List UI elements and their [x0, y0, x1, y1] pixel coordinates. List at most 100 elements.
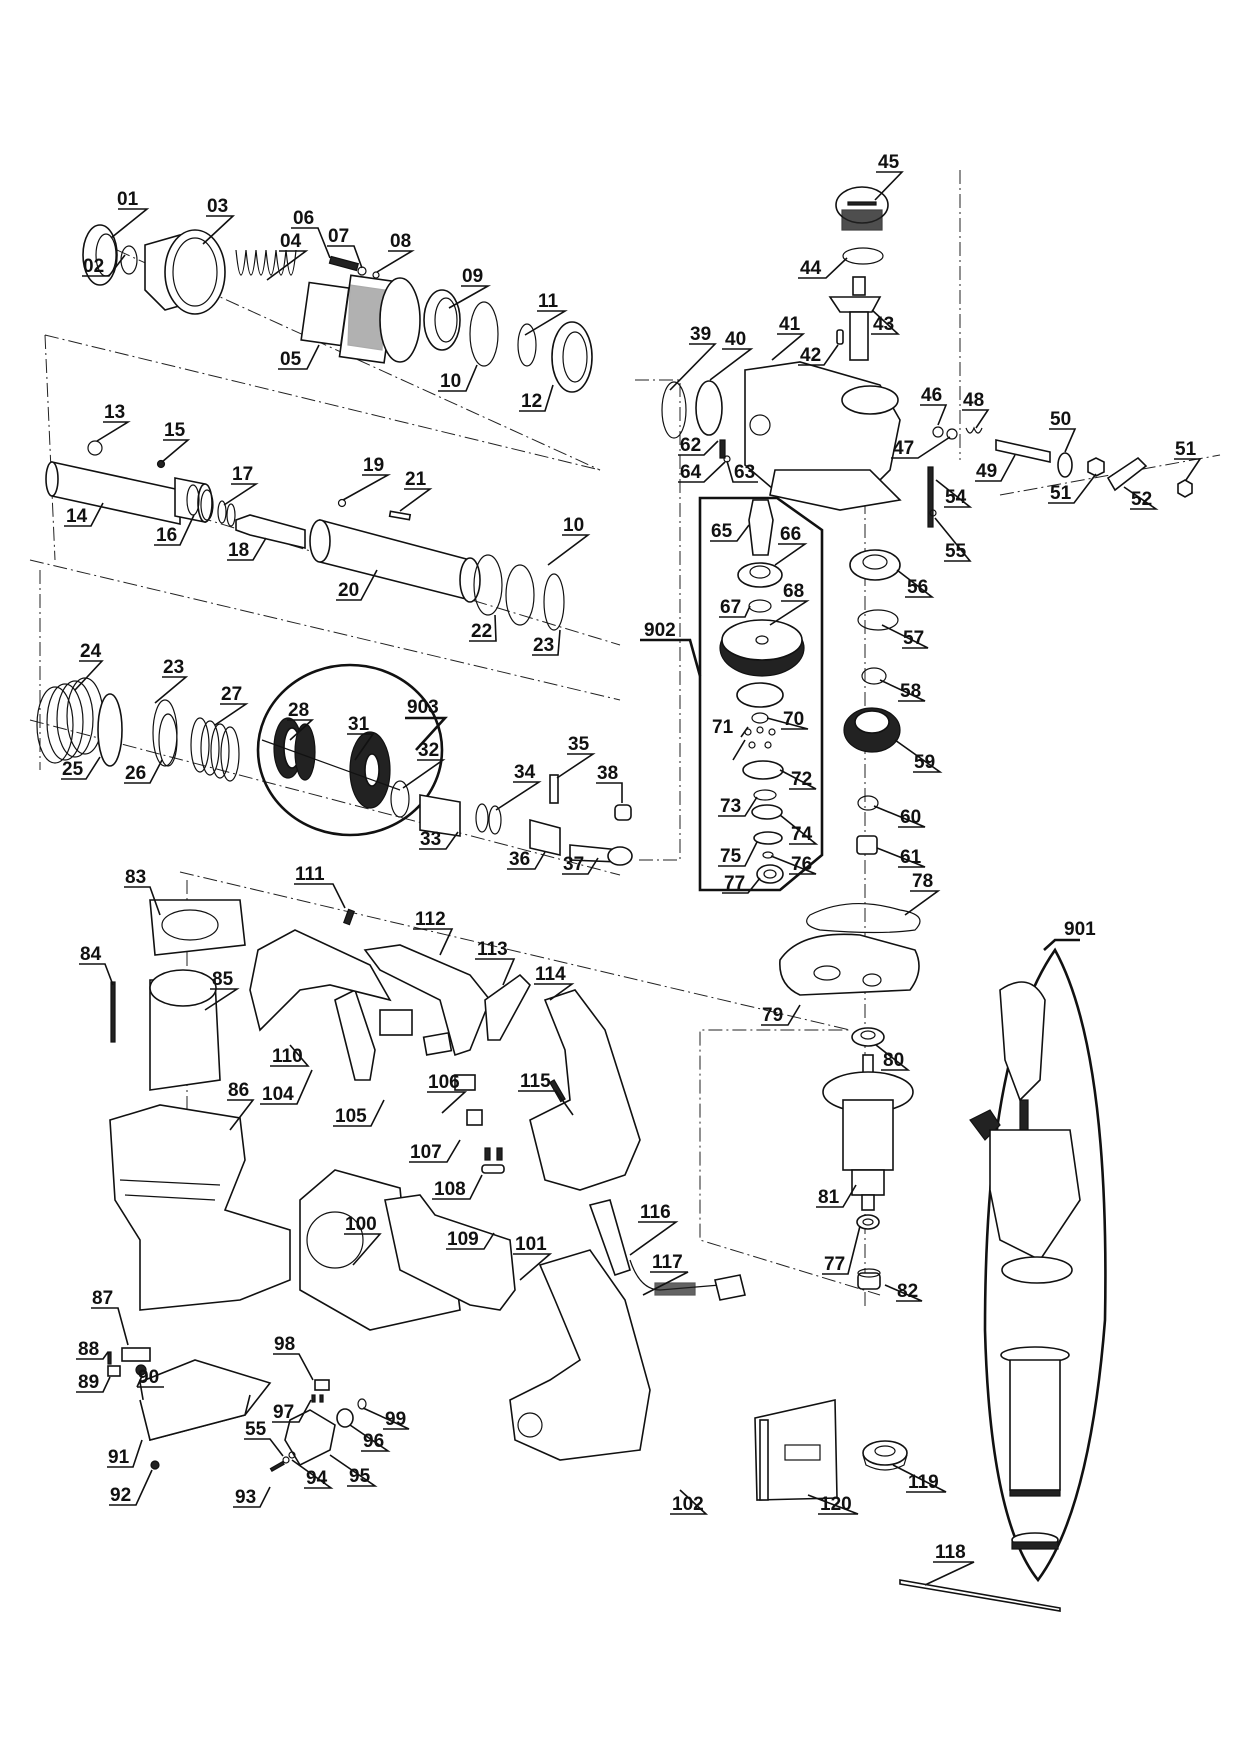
part-105-switch [379, 1009, 413, 1036]
axis-impact [29, 719, 621, 876]
part-117-power-cord [629, 1259, 746, 1301]
svg-text:46: 46 [921, 385, 942, 406]
label-44: 44 [798, 257, 848, 279]
part-99-o-ring [357, 1398, 367, 1410]
label-70: 70 [766, 709, 809, 730]
part-56-bearing [849, 549, 901, 581]
part-106-insert [422, 1031, 453, 1056]
part-78-gasket [806, 903, 921, 934]
part-91-bottom-cover [139, 1359, 272, 1441]
svg-text:93: 93 [235, 1487, 256, 1508]
svg-text:44: 44 [800, 258, 822, 279]
part-46-washer [932, 426, 944, 438]
svg-text:20: 20 [338, 580, 359, 601]
label-95: 95 [329, 1454, 378, 1487]
label-03: 03 [202, 196, 236, 245]
part-118-depth-stop-rod [899, 1579, 1061, 1612]
part-10-washer-b [505, 564, 535, 626]
label-12: 12 [519, 384, 554, 412]
label-14: 14 [64, 502, 104, 527]
svg-text:85: 85 [212, 969, 234, 990]
part-31-gear [349, 731, 391, 809]
part-36-piston [529, 818, 561, 857]
label-64: 64 [678, 461, 726, 483]
label-18: 18 [227, 537, 267, 561]
svg-text:51: 51 [1050, 483, 1072, 504]
svg-text:38: 38 [597, 763, 618, 784]
label-90: 90 [136, 1367, 164, 1388]
svg-text:45: 45 [878, 152, 900, 173]
label-52: 52 [1123, 486, 1159, 510]
label-78: 78 [904, 871, 941, 916]
svg-text:18: 18 [228, 540, 249, 561]
label-116: 116 [629, 1202, 679, 1256]
part-87-brush-holder [121, 1347, 151, 1362]
handle-screw [1019, 1099, 1029, 1131]
svg-text:67: 67 [720, 597, 741, 618]
svg-text:34: 34 [514, 762, 536, 783]
svg-text:74: 74 [791, 824, 813, 845]
svg-text:32: 32 [418, 740, 439, 761]
part-98-slider [314, 1379, 330, 1391]
svg-text:83: 83 [125, 867, 146, 888]
svg-text:48: 48 [963, 390, 984, 411]
part-25-clutch-disc [97, 693, 123, 767]
part-49-bolt [995, 439, 1051, 463]
svg-text:09: 09 [462, 266, 483, 287]
part-67-washer [748, 599, 772, 613]
handle-base [1001, 1256, 1073, 1284]
assembly-901-leader [1043, 938, 1080, 951]
part-68-gear [719, 619, 805, 677]
svg-text:100: 100 [345, 1214, 377, 1235]
svg-text:97: 97 [273, 1402, 294, 1423]
svg-text:51: 51 [1175, 439, 1197, 460]
label-37: 37 [562, 854, 599, 875]
part-18-striker [235, 514, 306, 550]
label-05: 05 [278, 344, 320, 370]
label-65: 65 [710, 521, 750, 542]
label-46: 46 [920, 385, 948, 426]
label-04: 04 [266, 231, 309, 281]
part-89-brush [107, 1365, 121, 1377]
svg-text:14: 14 [66, 506, 88, 527]
impact-assembly [36, 663, 633, 866]
svg-text:22: 22 [471, 621, 492, 642]
label-83: 83 [124, 867, 161, 916]
part-08-ball [372, 271, 380, 279]
svg-text:77: 77 [724, 873, 745, 894]
label-33: 33 [419, 829, 459, 850]
part-111-screw [343, 908, 355, 926]
svg-text:15: 15 [164, 420, 186, 441]
part-74-washer [751, 804, 783, 820]
svg-text:03: 03 [207, 196, 228, 217]
part-72-race [742, 760, 784, 780]
label-19: 19 [342, 455, 392, 501]
svg-text:117: 117 [652, 1252, 683, 1273]
part-28-clutch [273, 717, 316, 781]
svg-text:33: 33 [420, 829, 441, 850]
part-23-circlip [543, 573, 565, 631]
part-57-circlip [857, 609, 899, 631]
label-106: 106 [427, 1072, 468, 1114]
label-75: 75 [718, 841, 758, 867]
part-76-ring [762, 851, 774, 859]
part-88-spring [107, 1351, 112, 1365]
svg-text:19: 19 [363, 455, 384, 476]
assembly-902-leader [640, 638, 702, 677]
svg-text:115: 115 [520, 1071, 551, 1092]
part-45-cap [835, 186, 889, 231]
svg-text:35: 35 [568, 734, 590, 755]
label-48: 48 [962, 390, 990, 429]
label-39: 39 [669, 324, 717, 391]
svg-text:89: 89 [78, 1372, 99, 1393]
part-12-bearing [551, 321, 593, 393]
svg-text:68: 68 [783, 581, 804, 602]
boundary-upper [44, 334, 601, 561]
svg-text:26: 26 [125, 763, 146, 784]
label-80: 80 [875, 1044, 911, 1071]
gear-housing-assembly [661, 186, 1193, 855]
part-75-washer [753, 831, 783, 845]
label-36: 36 [507, 849, 546, 870]
part-33-guide-sleeve [419, 794, 461, 837]
